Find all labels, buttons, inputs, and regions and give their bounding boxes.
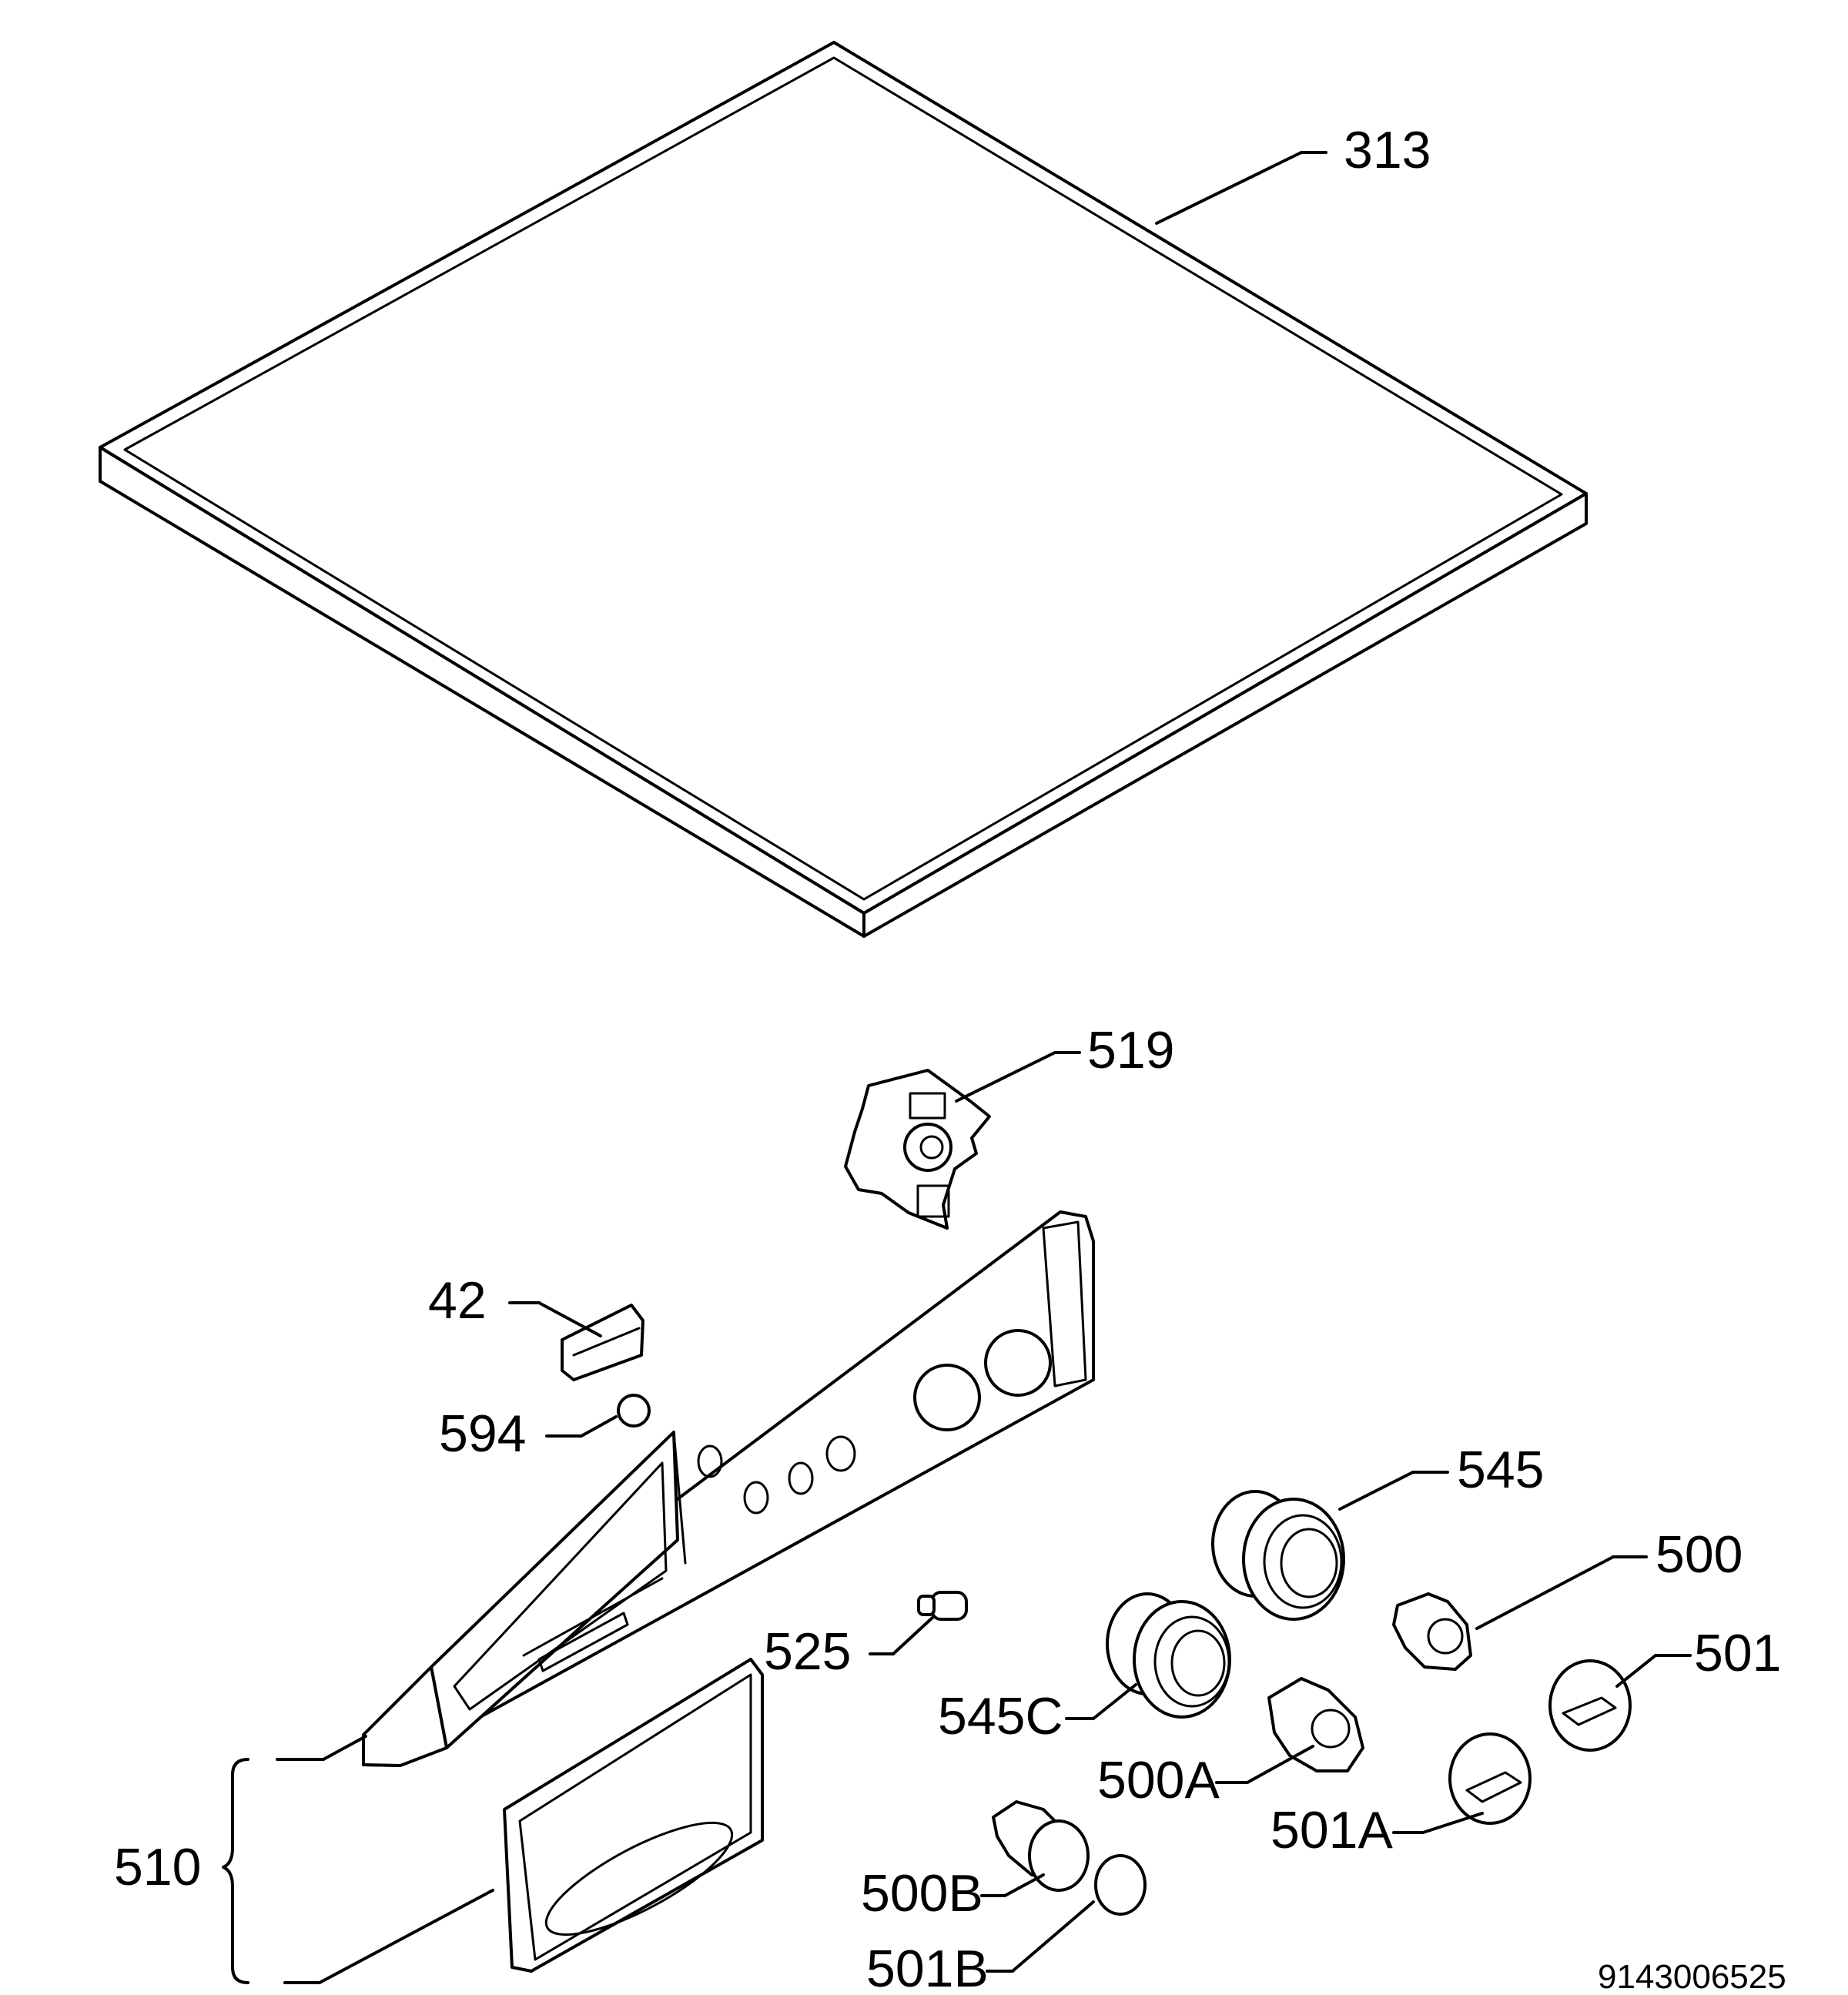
label-42: 42: [428, 1271, 487, 1330]
part-510-drawer: [503, 1658, 764, 1973]
part-313-top-cover: [99, 41, 1588, 938]
label-500b: 500B: [861, 1864, 983, 1923]
label-545c-num: 545C: [938, 1687, 1063, 1746]
label-525: 525: [764, 1622, 851, 1681]
leader-501: [1615, 1654, 1657, 1688]
leader-500b: [1003, 1873, 1045, 1897]
label-501a: 501A: [1270, 1801, 1393, 1859]
part-545-knob: [1211, 1490, 1345, 1621]
part-501b-cap: [1094, 1854, 1147, 1916]
part-545c-knob: [1106, 1592, 1231, 1719]
label-510: 510: [114, 1838, 201, 1896]
part-501a-knob-cap: [1448, 1732, 1532, 1825]
leader-594: [580, 1415, 618, 1438]
part-594-ring: [617, 1394, 651, 1428]
part-500-switch: [1392, 1592, 1472, 1671]
part-501-knob-cap: [1548, 1659, 1632, 1752]
part-510-control-panel: [362, 1210, 1095, 1767]
part-500a-switch: [1267, 1677, 1364, 1772]
part-500b-switch: [992, 1800, 1090, 1892]
label-500: 500: [1656, 1525, 1743, 1584]
label-519: 519: [1087, 1021, 1174, 1080]
label-594: 594: [439, 1404, 526, 1463]
leader-545c: [1092, 1683, 1137, 1720]
leader-313: [1155, 151, 1303, 225]
part-525-lamp: [917, 1591, 968, 1621]
leader-519: [955, 1051, 1056, 1103]
leader-501b: [1011, 1900, 1095, 1973]
label-545: 545: [1457, 1441, 1544, 1499]
leader-545: [1338, 1471, 1414, 1511]
drawing-number: 9143006525: [1598, 1958, 1786, 1995]
label-313: 313: [1344, 121, 1431, 179]
label-501: 501: [1694, 1624, 1781, 1682]
leader-500a: [1246, 1745, 1314, 1784]
label-501b: 501B: [866, 1940, 989, 1995]
part-42-clip: [561, 1304, 644, 1381]
part-519-bracket: [844, 1069, 991, 1230]
leader-42: [537, 1301, 602, 1337]
leader-525: [892, 1615, 935, 1655]
label-500a: 500A: [1097, 1751, 1220, 1809]
bracket-510: [222, 1735, 494, 1984]
leader-500: [1475, 1555, 1615, 1630]
leader-501a: [1421, 1812, 1484, 1834]
